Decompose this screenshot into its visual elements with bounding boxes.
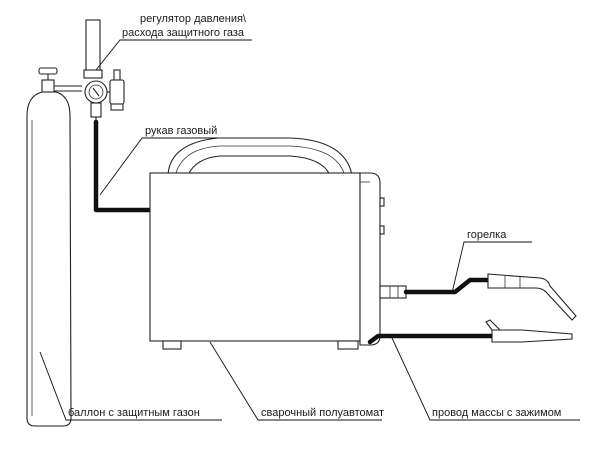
ground-clamp bbox=[367, 319, 573, 345]
gas-hose bbox=[93, 119, 155, 213]
label-welder: сварочный полуавтомат bbox=[261, 407, 384, 419]
leader-ground bbox=[391, 337, 580, 421]
label-gas-hose: рукав газовый bbox=[145, 125, 217, 137]
label-regulator-line1: регулятор давления\ bbox=[140, 13, 247, 25]
leader-cylinder bbox=[39, 351, 222, 421]
pressure-regulator bbox=[83, 19, 125, 122]
label-cylinder: баллон с защитным газон bbox=[68, 407, 200, 419]
gas-cylinder bbox=[26, 67, 82, 427]
leader-regulator bbox=[95, 39, 252, 71]
welding-torch bbox=[403, 273, 577, 321]
welding-machine bbox=[149, 137, 407, 350]
label-regulator-line2: расхода защитного газа bbox=[122, 27, 245, 39]
leader-gas-hose bbox=[99, 137, 218, 196]
label-torch: горелка bbox=[467, 229, 507, 241]
label-ground-cable: провод массы с зажимом bbox=[432, 407, 561, 419]
leader-torch bbox=[451, 241, 532, 294]
leader-welder bbox=[209, 341, 382, 421]
